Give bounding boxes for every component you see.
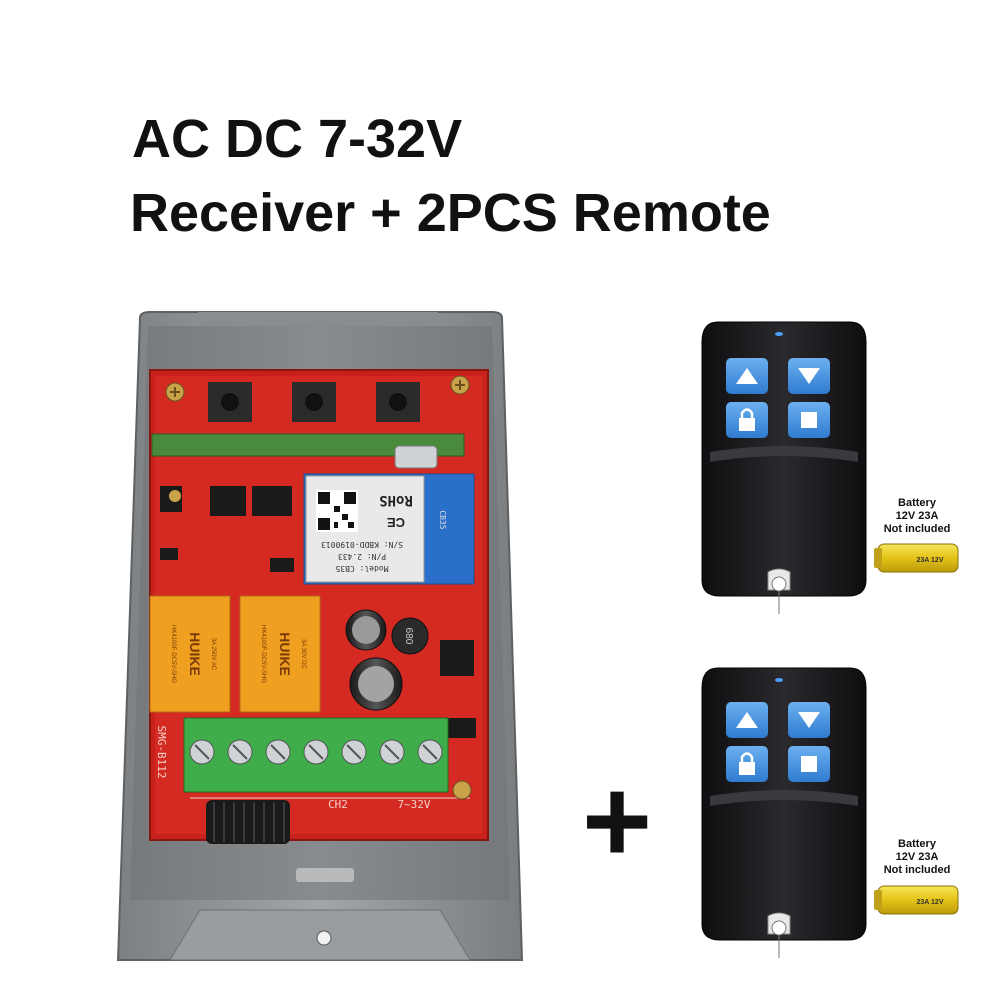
inductor [391,617,429,655]
board-model: SMG-B112 [155,726,168,779]
module-model: Model: CB35 [335,564,388,573]
relay-1-model: HK4100F-DC5V-SHG [170,625,176,683]
pcb-buttons [208,382,420,422]
down-arrow-icon [798,712,820,728]
relay-2-rating: 3A 30V DC [300,639,306,669]
terminal-label-power: 7~32V [397,798,430,811]
mounting-hole [316,930,332,946]
remote-1: 23A 12V [701,321,959,614]
inductor-marking: 680 [403,628,414,645]
battery-label-note: Not included [883,523,951,535]
plus-symbol: + [582,754,652,888]
relay-1-brand: HUIKE [187,632,203,676]
remote-1-battery: 23A 12V [874,543,959,573]
remote-2-keyring [771,920,787,936]
terminal-block [183,717,449,793]
relay-1-rating: 3A 250V AC [210,638,216,671]
relay-2: HUIKE HK4100F-DC5V-SHG 3A 30V DC [239,595,321,713]
lock-icon [739,752,755,775]
module-side-label: CB35 [438,510,447,529]
relay-2-brand: HUIKE [277,632,293,676]
remote-2-battery: 23A 12V [874,885,959,915]
battery-label-title: Battery [898,497,936,509]
remote-2-battery-label: Battery 12V 23A Not included [862,838,972,877]
receiver: RoHS CE S/N: KBDD-0190013 P/N: 2.433 Mod… [116,311,524,961]
battery-label-title: Battery [898,838,936,850]
stop-square-icon [801,756,817,772]
battery-label-note: Not included [883,864,951,876]
battery-label-spec: 12V 23A [895,510,939,522]
relay-1: HUIKE HK4100F-DC5V-SHG 3A 250V AC [149,595,231,713]
lock-icon [739,408,755,431]
remote-1-battery-print: 23A 12V [917,557,944,564]
remote-2-battery-print: 23A 12V [917,899,944,906]
remote-2: 23A 12V [701,667,959,958]
stop-square-icon [801,412,817,428]
module-pn: P/N: 2.433 [338,552,386,561]
remote-1-keyring [771,576,787,592]
rf-module [151,433,465,457]
up-arrow-icon [736,368,758,384]
headline-line-2: Receiver + 2PCS Remote [130,183,771,243]
remote-1-battery-label: Battery 12V 23A Not included [862,497,972,536]
module-ce: CE [387,515,405,530]
wifi-module: RoHS CE S/N: KBDD-0190013 P/N: 2.433 Mod… [303,473,475,585]
module-serial: S/N: KBDD-0190013 [321,540,403,549]
relay-2-model: HK4100F-DC5V-SHG [260,625,266,683]
antenna-coil [206,800,290,844]
up-arrow-icon [736,712,758,728]
headline-line-1: AC DC 7-32V [132,109,463,169]
terminal-label-ch2: CH2 [328,798,348,811]
battery-label-spec: 12V 23A [895,851,939,863]
module-rohs: RoHS [379,492,413,508]
down-arrow-icon [798,368,820,384]
